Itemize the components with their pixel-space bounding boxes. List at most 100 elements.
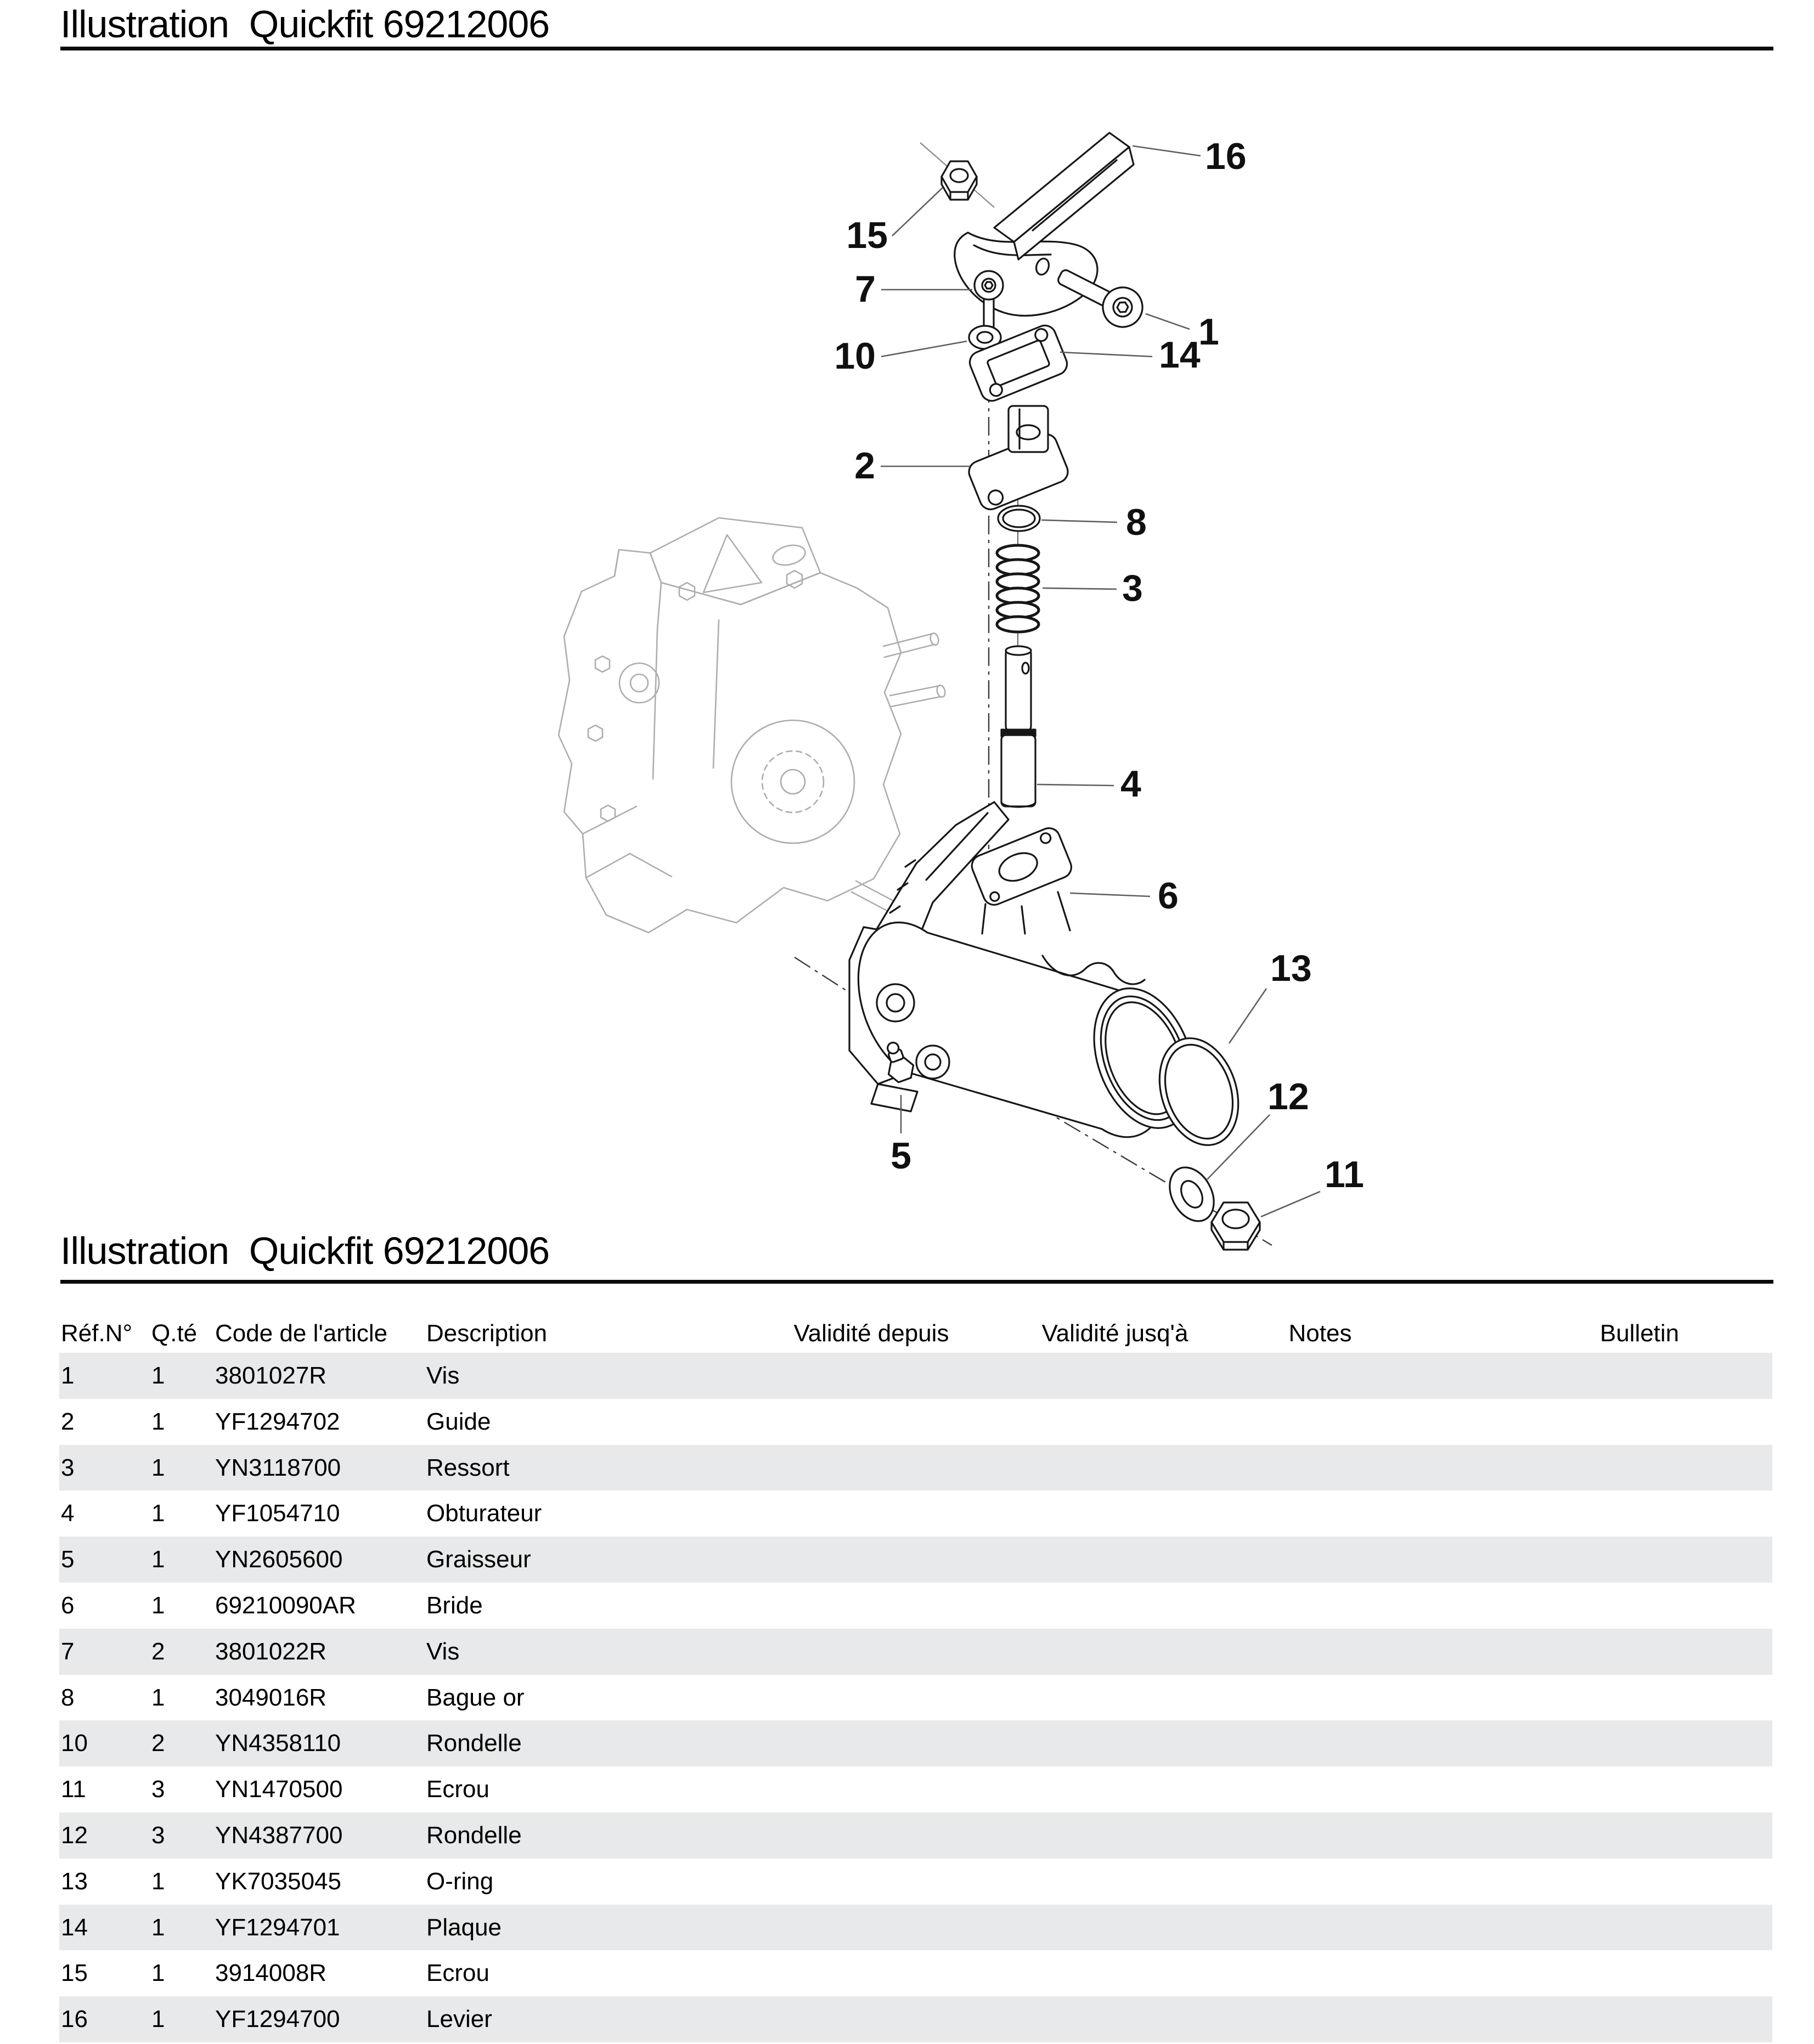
cell-code: YN3118700	[215, 1454, 341, 1481]
callout-13[interactable]: 13	[1270, 947, 1312, 989]
cell-code: 69210090AR	[215, 1592, 356, 1619]
leader-line	[1036, 783, 1114, 787]
header-bulletin: Bulletin	[1599, 1320, 1680, 1347]
cell-desc: Ecrou	[426, 1960, 489, 1987]
callout-14[interactable]: 14	[1159, 334, 1201, 376]
header-ref: Réf.N°	[61, 1320, 133, 1347]
leader-line	[1060, 351, 1153, 358]
leader-lines	[881, 145, 1321, 1218]
leader-line	[1207, 1114, 1270, 1180]
callout-4[interactable]: 4	[1120, 763, 1141, 805]
header-qty: Q.té	[151, 1320, 198, 1347]
callout-numbers: 16 15 1 7 10 14 2 8 3 4 6 13 12 11 5	[834, 135, 1364, 1195]
cell-code: 3801022R	[215, 1638, 327, 1665]
callout-1[interactable]: 1	[1198, 311, 1219, 353]
leader-line	[1228, 988, 1267, 1044]
part-8-oring	[997, 505, 1041, 532]
cell-code: 3801027R	[215, 1362, 327, 1389]
cell-qty: 1	[151, 1913, 165, 1941]
cell-code: YN4358110	[215, 1730, 341, 1757]
header-desc: Description	[426, 1320, 548, 1347]
cell-code: YF1294701	[215, 1913, 340, 1941]
cell-desc: Rondelle	[426, 1730, 522, 1757]
callout-5[interactable]: 5	[891, 1135, 911, 1177]
cell-qty: 1	[151, 1684, 165, 1711]
cell-desc: Ecrou	[426, 1776, 489, 1803]
callout-11[interactable]: 11	[1325, 1154, 1364, 1195]
table-row[interactable]: 4 1 YF1054710 Obturateur	[59, 1490, 1772, 1537]
cell-ref: 15	[61, 1960, 88, 1987]
cell-ref: 13	[61, 1867, 88, 1895]
cell-qty: 1	[151, 2006, 165, 2033]
cell-ref: 3	[61, 1454, 75, 1481]
engine-block	[557, 517, 946, 934]
cell-ref: 16	[61, 2006, 88, 2033]
callout-12[interactable]: 12	[1267, 1076, 1309, 1117]
part-6-bracket	[848, 801, 1195, 1138]
cell-qty: 1	[151, 1362, 165, 1389]
cell-ref: 8	[61, 1684, 75, 1711]
cell-desc: Bride	[426, 1592, 483, 1619]
cell-desc: Guide	[426, 1408, 491, 1435]
part-11-nut	[1210, 1201, 1261, 1251]
callout-2[interactable]: 2	[854, 445, 875, 487]
callout-10[interactable]: 10	[834, 335, 876, 377]
part-12-washer	[1169, 1166, 1215, 1222]
part-2-guide	[968, 405, 1069, 511]
part-5-grease-fitting	[887, 1041, 915, 1083]
cell-desc: Rondelle	[426, 1822, 522, 1849]
cell-desc: Obturateur	[426, 1500, 542, 1527]
leader-line	[1132, 145, 1201, 157]
cell-desc: Vis	[426, 1638, 460, 1665]
leader-line	[892, 187, 943, 236]
cell-desc: Ressort	[426, 1454, 510, 1481]
part-7-screw	[973, 270, 1004, 331]
cell-desc: Levier	[426, 2006, 492, 2033]
part-13-oring	[1158, 1037, 1240, 1146]
cell-ref: 5	[61, 1546, 75, 1573]
part-4-plunger	[1000, 645, 1036, 808]
leader-line	[1069, 892, 1151, 897]
cell-ref: 4	[61, 1500, 75, 1527]
cell-qty: 3	[151, 1822, 165, 1849]
cell-ref: 12	[61, 1822, 88, 1849]
callout-15[interactable]: 15	[846, 214, 888, 256]
cell-ref: 1	[61, 1362, 75, 1389]
cell-code: YN1470500	[215, 1776, 343, 1803]
cell-ref: 10	[61, 1730, 88, 1757]
exploded-parts-diagram: 16 15 1 7 10 14 2 8 3 4 6 13 12 11 5	[557, 132, 1364, 1251]
callout-6[interactable]: 6	[1158, 875, 1179, 917]
cell-code: YF1054710	[215, 1500, 340, 1527]
callout-8[interactable]: 8	[1126, 501, 1147, 543]
title-rule	[60, 47, 1773, 50]
part-3-spring	[995, 544, 1040, 634]
part-15-nut	[940, 160, 978, 201]
part-10-washer	[968, 325, 1002, 350]
callout-3[interactable]: 3	[1122, 567, 1143, 609]
table-header-row: Réf.N° Q.té Code de l'article Descriptio…	[0, 1315, 1814, 1352]
section-rule	[60, 1280, 1773, 1284]
callout-7[interactable]: 7	[855, 268, 876, 310]
table-row[interactable]: 14 1 YF1294701 Plaque	[59, 1904, 1772, 1951]
cell-qty: 1	[151, 1408, 165, 1435]
cell-desc: Plaque	[426, 1913, 502, 1941]
cell-ref: 14	[61, 1913, 88, 1941]
cell-qty: 1	[151, 1592, 165, 1619]
cell-qty: 1	[151, 1500, 165, 1527]
header-valid-to: Validité jusq'à	[1041, 1320, 1188, 1347]
callout-16[interactable]: 16	[1205, 135, 1247, 177]
